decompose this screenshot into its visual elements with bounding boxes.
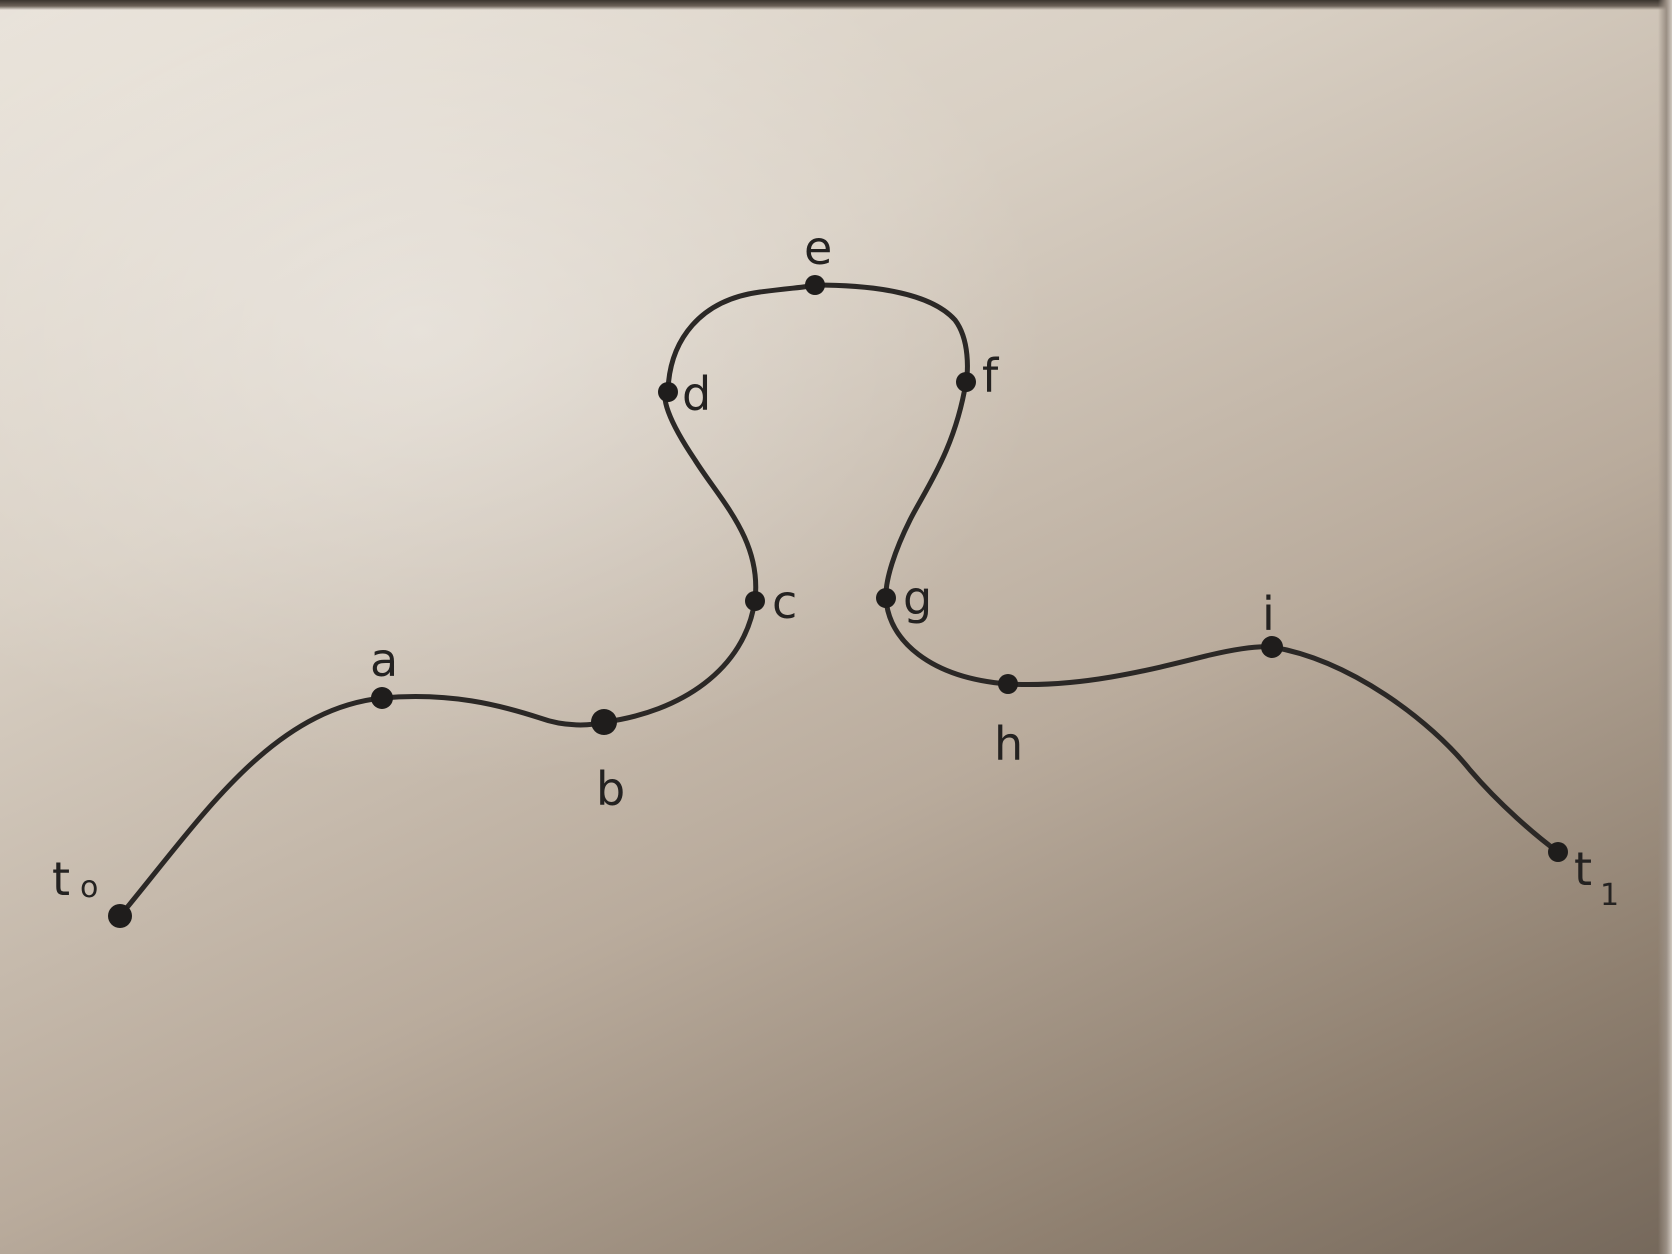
point-g <box>876 588 896 608</box>
board-top-edge <box>0 0 1672 10</box>
point-t0 <box>108 904 132 928</box>
label-d: d <box>682 367 711 421</box>
label-b: b <box>596 762 625 816</box>
point-e <box>805 275 825 295</box>
label-f: f <box>982 349 1000 403</box>
point-t1 <box>1548 842 1568 862</box>
curve-right-arm <box>883 379 1561 855</box>
label-c: c <box>772 575 797 629</box>
point-b <box>591 709 617 735</box>
label-e: e <box>804 221 832 275</box>
label-t0-sub: o <box>80 870 98 905</box>
label-i: i <box>1262 587 1275 641</box>
point-i <box>1261 636 1283 658</box>
point-f <box>956 372 976 392</box>
board-right-edge <box>1658 0 1672 1254</box>
label-t1: t <box>1574 842 1592 896</box>
label-g: g <box>903 571 932 625</box>
curve-left-arm <box>117 282 818 919</box>
point-a <box>371 687 393 709</box>
label-t0: t <box>52 852 70 906</box>
label-h: h <box>994 717 1023 771</box>
point-c <box>745 591 765 611</box>
label-t1-sub: 1 <box>1600 878 1619 913</box>
curve-top-arch <box>812 282 970 385</box>
point-h <box>998 674 1018 694</box>
point-d <box>658 382 678 402</box>
label-a: a <box>370 633 398 687</box>
